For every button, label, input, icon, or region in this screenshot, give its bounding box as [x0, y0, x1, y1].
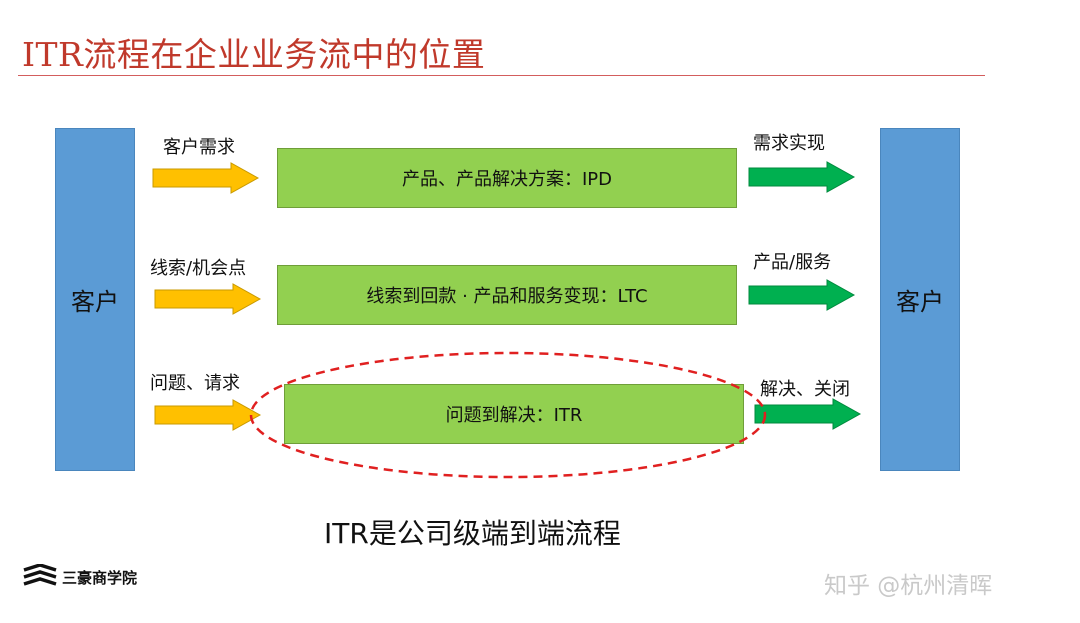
customer-box-right: 客户: [880, 128, 960, 471]
customer-right-label: 客户: [896, 288, 944, 316]
logo-stripes-icon: [23, 564, 57, 586]
process-box-ltc: 线索到回款 · 产品和服务变现：LTC: [277, 265, 737, 325]
output-label-row2: 产品/服务: [753, 252, 832, 273]
input-label-row1: 客户需求: [163, 137, 235, 158]
process-box-ipd: 产品、产品解决方案：IPD: [277, 148, 737, 208]
watermark: 知乎 @杭州清晖: [824, 573, 993, 599]
title-divider: [18, 75, 985, 76]
summary-caption: ITR是公司级端到端流程: [324, 517, 621, 550]
process-box-itr: 问题到解决：ITR: [284, 384, 744, 444]
input-arrow-row1: [152, 162, 260, 194]
output-arrow-row1: [748, 161, 856, 193]
logo-text: 三豪商学院: [62, 568, 138, 587]
input-label-row2: 线索/机会点: [150, 258, 247, 279]
customer-box-left: 客户: [55, 128, 135, 471]
logo: 三豪商学院: [22, 564, 137, 590]
page-title: ITR流程在企业业务流中的位置: [22, 35, 486, 74]
customer-left-label: 客户: [71, 288, 119, 316]
process-label-ltc: 线索到回款 · 产品和服务变现：LTC: [366, 286, 648, 307]
input-arrow-row3: [154, 399, 262, 431]
input-arrow-row2: [154, 283, 262, 315]
output-arrow-row3: [754, 398, 862, 430]
process-label-itr: 问题到解决：ITR: [445, 405, 583, 426]
input-label-row3: 问题、请求: [150, 373, 240, 394]
itr-highlight-ellipse: [249, 351, 767, 479]
output-arrow-row2: [748, 279, 856, 311]
output-label-row3: 解决、关闭: [760, 379, 850, 400]
process-label-ipd: 产品、产品解决方案：IPD: [401, 169, 613, 190]
output-label-row1: 需求实现: [753, 133, 825, 154]
